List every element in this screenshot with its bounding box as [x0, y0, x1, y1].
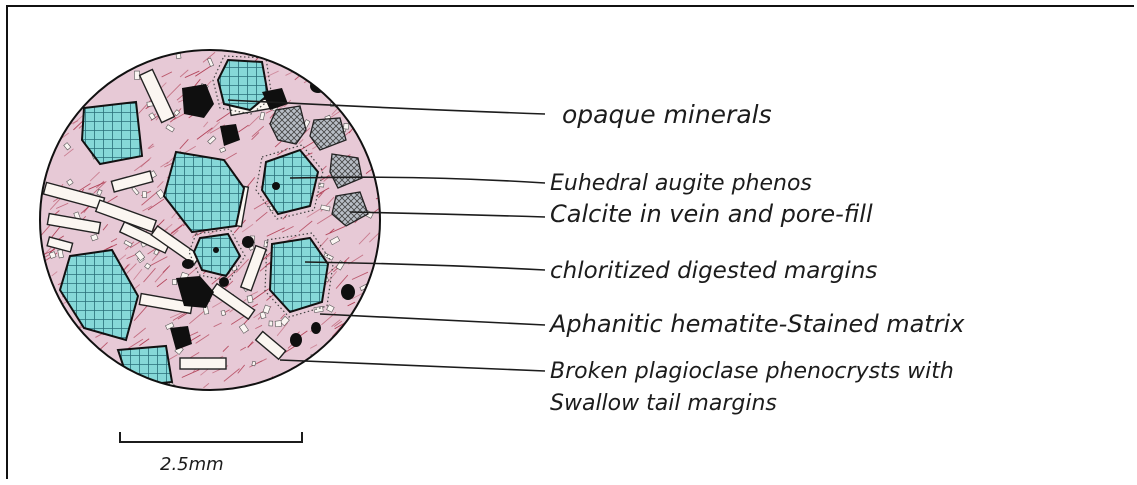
label-plagioclase: Broken plagioclase phenocrysts with — [550, 359, 954, 384]
opaque-grain — [219, 277, 229, 287]
label-matrix: Aphanitic hematite-Stained matrix — [548, 310, 965, 338]
opaque-grain — [310, 79, 326, 93]
label-plagioclase-cont: Swallow tail margins — [550, 391, 777, 416]
labels: opaque minerals Euhedral augite phenos C… — [548, 100, 965, 416]
opaque-grain — [341, 284, 355, 300]
plagioclase-crystal — [180, 358, 226, 369]
label-chloritized: chloritized digested margins — [550, 258, 877, 284]
thin-section-view — [40, 39, 389, 390]
opaque-grain — [213, 247, 219, 253]
scale-bar-line — [120, 432, 302, 442]
leader-line-plagioclase — [280, 360, 545, 371]
opaque-grain — [290, 333, 302, 347]
leader-line-matrix — [320, 314, 545, 325]
opaque-grain — [311, 322, 321, 334]
label-augite: Euhedral augite phenos — [550, 171, 812, 196]
opaque-grain — [272, 182, 280, 190]
scale-bar-label: 2.5mm — [160, 454, 224, 475]
opaque-grain — [242, 236, 254, 248]
scale-bar: 2.5mm — [120, 432, 302, 475]
augite-crystal — [118, 346, 172, 386]
label-calcite: Calcite in vein and pore-fill — [550, 200, 873, 228]
augite-crystal — [218, 60, 268, 110]
opaque-grain — [182, 259, 194, 269]
label-opaque-minerals: opaque minerals — [562, 100, 772, 129]
